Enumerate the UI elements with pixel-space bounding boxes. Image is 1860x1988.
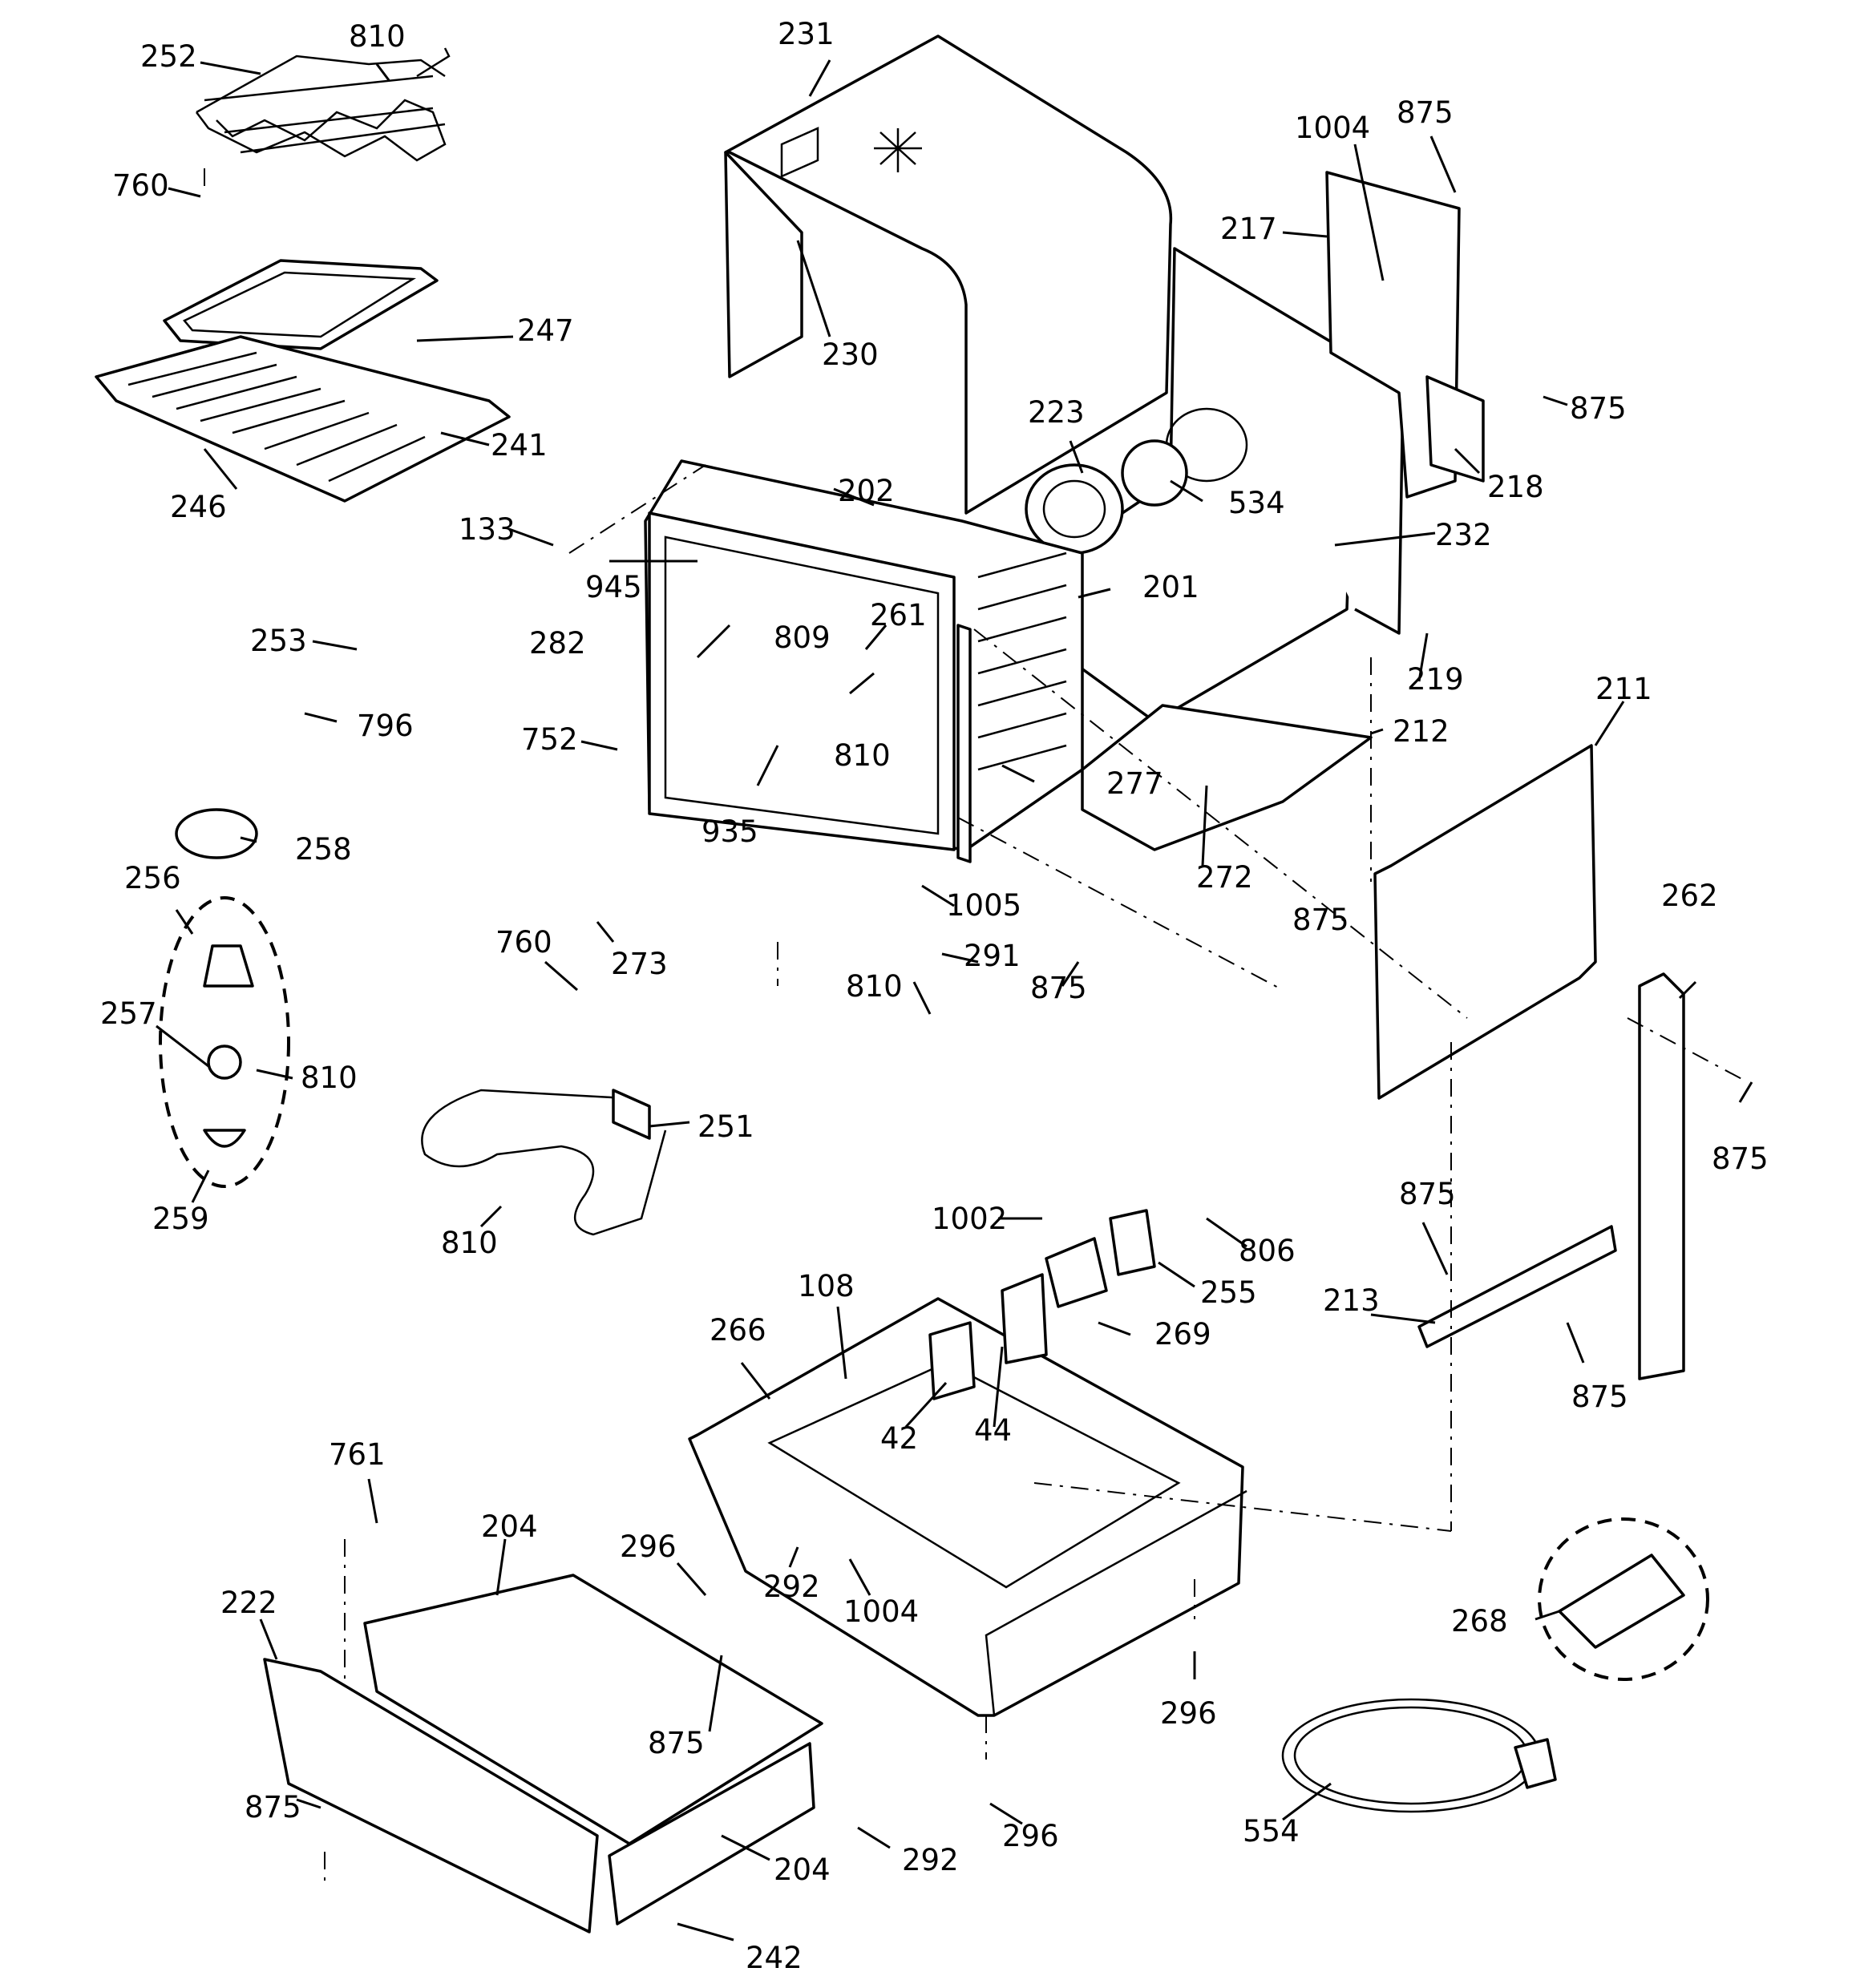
- callout-752: 752: [521, 722, 578, 757]
- callout-230: 230: [822, 337, 879, 372]
- terminal-block-outline: [1538, 1517, 1709, 1681]
- callout-218: 218: [1487, 470, 1544, 504]
- fan-drawing: [1025, 439, 1188, 555]
- callout-796: 796: [357, 709, 414, 743]
- callout-296-b: 296: [1160, 1696, 1217, 1731]
- callout-296-a: 296: [620, 1529, 677, 1564]
- callout-875-d: 875: [1030, 971, 1087, 1005]
- side-strip-drawing: [1638, 972, 1685, 1380]
- callout-875-b: 875: [1570, 391, 1627, 426]
- callout-806: 806: [1239, 1234, 1296, 1268]
- callout-1004-b: 1004: [843, 1594, 919, 1629]
- callout-810-e: 810: [441, 1226, 498, 1260]
- lamp-assembly-outline: [159, 896, 290, 1188]
- callout-875-e: 875: [1712, 1141, 1769, 1176]
- callout-204-a: 204: [481, 1509, 538, 1544]
- callout-268: 268: [1451, 1604, 1508, 1638]
- callout-242: 242: [746, 1941, 803, 1975]
- callout-217: 217: [1220, 212, 1277, 246]
- callout-875-c: 875: [1292, 903, 1349, 937]
- callout-292-b: 292: [902, 1843, 959, 1877]
- power-cord-drawing: [1281, 1698, 1557, 1813]
- callout-292-a: 292: [763, 1570, 820, 1604]
- callout-875-i: 875: [245, 1790, 301, 1824]
- terminal-block-drawing: [1558, 1554, 1685, 1649]
- side-trim-drawing: [1325, 171, 1485, 499]
- callout-231: 231: [778, 17, 835, 51]
- callout-809: 809: [774, 620, 831, 655]
- callout-251: 251: [698, 1109, 754, 1144]
- callout-272: 272: [1196, 860, 1253, 895]
- callout-875-a: 875: [1397, 95, 1454, 130]
- callout-255: 255: [1200, 1275, 1257, 1310]
- callout-262: 262: [1661, 879, 1718, 913]
- callout-261: 261: [870, 598, 927, 632]
- callout-241: 241: [491, 428, 548, 463]
- callout-202: 202: [838, 474, 895, 508]
- callout-273: 273: [611, 947, 668, 981]
- callout-222: 222: [220, 1586, 277, 1620]
- callout-232: 232: [1435, 518, 1492, 552]
- callout-201: 201: [1142, 570, 1199, 604]
- callout-108: 108: [798, 1269, 855, 1303]
- rail-drawing: [1417, 1225, 1617, 1348]
- bake-element-drawing: [421, 1089, 667, 1236]
- callout-labels: 252 810 760 231 1004 875 217 230 247 223…: [100, 17, 1769, 1975]
- callout-760-b: 760: [495, 925, 552, 960]
- callout-223: 223: [1028, 395, 1085, 430]
- callout-253: 253: [250, 624, 307, 658]
- callout-213: 213: [1323, 1283, 1380, 1318]
- callout-554: 554: [1243, 1814, 1300, 1849]
- callout-219: 219: [1407, 662, 1464, 697]
- callout-204-b: 204: [774, 1853, 831, 1887]
- callout-247: 247: [517, 313, 574, 348]
- callout-810-b: 810: [834, 738, 891, 773]
- base-frame-drawing: [688, 1297, 1247, 1717]
- callout-258: 258: [295, 832, 352, 867]
- callout-875-f: 875: [1399, 1177, 1456, 1211]
- storage-drawer-drawing: [263, 1574, 823, 1933]
- callout-44: 44: [974, 1413, 1012, 1448]
- callout-282: 282: [529, 626, 586, 661]
- callout-291: 291: [964, 939, 1021, 973]
- callout-875-g: 875: [1571, 1380, 1628, 1414]
- callout-246: 246: [170, 490, 227, 524]
- cavity-bottom-drawing: [1081, 704, 1373, 851]
- callout-257: 257: [100, 996, 157, 1031]
- callout-269: 269: [1154, 1317, 1211, 1352]
- callout-945: 945: [585, 570, 642, 604]
- bracket-drawing: [928, 1209, 1156, 1400]
- callout-211: 211: [1595, 672, 1652, 706]
- callout-256: 256: [124, 861, 181, 895]
- leader-lines: [156, 59, 1753, 1942]
- callout-935: 935: [702, 814, 758, 849]
- callout-277: 277: [1106, 766, 1163, 801]
- lamp-assembly-drawing: [175, 808, 258, 1148]
- callout-1002: 1002: [932, 1202, 1007, 1236]
- callout-133: 133: [459, 512, 516, 547]
- callout-212: 212: [1393, 714, 1450, 749]
- assembly-guidelines: [204, 168, 1749, 1884]
- callout-760-a: 760: [112, 168, 169, 203]
- callout-810-a: 810: [349, 19, 406, 54]
- callout-761: 761: [329, 1437, 386, 1472]
- callout-266: 266: [710, 1313, 766, 1348]
- oven-cavity-drawing: [644, 459, 1084, 863]
- outer-wrapper-drawing: [724, 34, 1173, 515]
- callout-1004-a: 1004: [1295, 111, 1370, 145]
- callout-42: 42: [880, 1421, 918, 1456]
- broil-element-drawing: [196, 47, 451, 162]
- callout-1005: 1005: [946, 888, 1021, 923]
- rear-panel-drawing: [1373, 744, 1597, 1100]
- callout-296-c: 296: [1002, 1819, 1059, 1853]
- callout-534: 534: [1228, 486, 1285, 520]
- callout-875-h: 875: [648, 1726, 705, 1760]
- broiler-pan-drawing: [95, 259, 511, 503]
- callout-259: 259: [152, 1202, 209, 1236]
- callout-252: 252: [140, 39, 197, 74]
- callout-810-d: 810: [301, 1061, 358, 1095]
- callout-810-c: 810: [846, 969, 903, 1004]
